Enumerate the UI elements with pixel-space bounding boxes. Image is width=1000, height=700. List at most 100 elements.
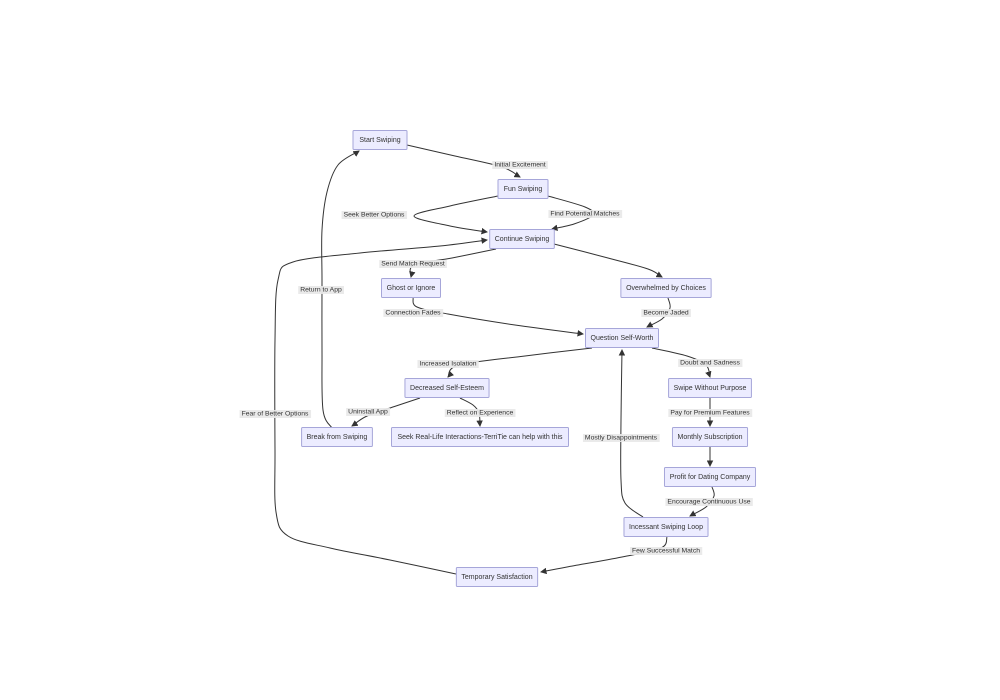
edge-label-text: Send Match Request [381,261,445,268]
node-box [352,130,408,150]
node-incessant-swiping-loop: Incessant Swiping Loop [623,517,709,537]
edge-label-overwhelmed-by-choices-to-question-self-worth: Become Jaded [641,309,691,317]
node-box [497,179,549,199]
edge-label-text: Pay for Premium Features [670,410,750,417]
node-question-self-worth: Question Self-Worth [584,328,660,348]
edge-label-swipe-without-purpose-to-monthly-subscription: Pay for Premium Features [668,409,753,417]
edge-label-continue-swiping-to-ghost-or-ignore: Send Match Request [379,260,447,268]
node-label: Ghost or Ignore [387,285,436,292]
node-label: Continue Swiping [495,236,550,243]
edge-break-from-swiping-to-start-swiping [321,150,360,429]
node-box [663,467,757,487]
node-label: Start Swiping [359,137,400,144]
node-box [668,378,752,398]
edge-label-temporary-satisfaction-to-continue-swiping: Fear of Better Options [239,410,312,418]
node-label: Temporary Satisfaction [461,574,532,581]
node-seek-real-life: Seek Real-Life Interactions-TerriTie can… [391,427,569,447]
edge-label-incessant-swiping-loop-to-temporary-satisfaction: Few Successful Match [630,547,703,555]
edge-label-chip [379,260,447,268]
node-label: Break from Swiping [307,434,368,441]
edge-label-text: Few Successful Match [632,548,700,555]
edge-label-chip [444,409,516,417]
edge-label-fun-swiping-to-continue-swiping: Find Potential Matches [548,210,623,218]
edge-label-text: Increased Isolation [419,361,476,368]
node-label: Question Self-Worth [591,335,654,342]
node-label: Fun Swiping [504,186,543,193]
edge-label-text: Mostly Disappointments [585,435,658,442]
node-box [455,567,539,587]
edge-fun-swiping-to-continue-swiping [413,195,499,235]
node-ghost-or-ignore: Ghost or Ignore [381,278,441,298]
node-break-from-swiping: Break from Swiping [301,427,373,447]
edge-label-chip [668,409,753,417]
node-box [489,229,555,249]
edge-label-chip [346,408,391,416]
edge-label-chip [383,309,444,317]
node-box [620,278,712,298]
edge-label-break-from-swiping-to-start-swiping: Return to App [298,286,344,294]
edge-start-swiping-to-fun-swiping [406,144,521,178]
edge-label-incessant-swiping-loop-to-question-self-worth: Mostly Disappointments [582,434,660,442]
node-monthly-subscription: Monthly Subscription [671,427,749,447]
edge-label-text: Seek Better Options [344,212,405,219]
node-box [404,378,490,398]
edge-label-decreased-self-esteem-to-break-from-swiping: Uninstall App [346,408,391,416]
node-temporary-satisfaction: Temporary Satisfaction [455,567,539,587]
edge-label-ghost-or-ignore-to-question-self-worth: Connection Fades [383,309,444,317]
edge-label-decreased-self-esteem-to-seek-real-life: Reflect on Experience [444,409,516,417]
edge-label-text: Connection Fades [385,310,441,317]
node-label: Profit for Dating Company [670,474,751,481]
edge-question-self-worth-to-decreased-self-esteem [447,347,593,378]
edge-incessant-swiping-loop-to-question-self-worth [618,349,644,518]
node-box [623,517,709,537]
edge-label-chip [678,359,743,367]
node-profit-for-dating-company: Profit for Dating Company [663,467,757,487]
edge-label-chip [641,309,691,317]
edge-label-text: Find Potential Matches [550,211,620,218]
edge-label-chip [298,286,344,294]
edge-label-text: Doubt and Sadness [680,360,740,367]
edge-label-text: Fear of Better Options [242,411,309,418]
edge-decreased-self-esteem-to-seek-real-life [459,397,483,427]
node-label: Seek Real-Life Interactions-TerriTie can… [397,434,563,441]
edge-label-chip [548,210,623,218]
edge-ghost-or-ignore-to-question-self-worth [412,297,584,337]
edge-label-text: Become Jaded [643,310,689,317]
node-fun-swiping: Fun Swiping [497,179,549,199]
node-start-swiping: Start Swiping [352,130,408,150]
edge-label-chip [665,498,753,506]
node-decreased-self-esteem: Decreased Self-Esteem [404,378,490,398]
edge-label-text: Encourage Continuous Use [667,499,750,506]
node-box [671,427,749,447]
edge-label-start-swiping-to-fun-swiping: Initial Excitement [492,161,548,169]
edge-label-question-self-worth-to-decreased-self-esteem: Increased Isolation [417,360,479,368]
edge-label-chip [630,547,703,555]
node-label: Incessant Swiping Loop [629,524,703,531]
edge-continue-swiping-to-overwhelmed-by-choices [553,243,663,278]
node-swipe-without-purpose: Swipe Without Purpose [668,378,752,398]
node-box [584,328,660,348]
node-box [381,278,441,298]
edge-label-fun-swiping-to-continue-swiping: Seek Better Options [341,211,408,219]
node-continue-swiping: Continue Swiping [489,229,555,249]
node-box [301,427,373,447]
node-box [391,427,569,447]
node-label: Overwhelmed by Choices [626,285,706,292]
edge-label-chip [492,161,548,169]
edge-label-chip [582,434,660,442]
node-label: Decreased Self-Esteem [410,385,484,392]
edge-label-text: Return to App [300,287,342,294]
node-overwhelmed-by-choices: Overwhelmed by Choices [620,278,712,298]
edge-label-chip [417,360,479,368]
edge-incessant-swiping-loop-to-temporary-satisfaction [540,536,668,575]
node-label: Monthly Subscription [678,434,743,441]
edge-label-chip [239,410,312,418]
edge-label-text: Reflect on Experience [447,410,514,417]
edge-label-question-self-worth-to-swipe-without-purpose: Doubt and Sadness [678,359,743,367]
edge-label-text: Uninstall App [348,409,388,416]
edge-temporary-satisfaction-to-continue-swiping [274,237,488,575]
edge-label-profit-for-dating-company-to-incessant-swiping-loop: Encourage Continuous Use [665,498,753,506]
edge-label-chip [341,211,408,219]
